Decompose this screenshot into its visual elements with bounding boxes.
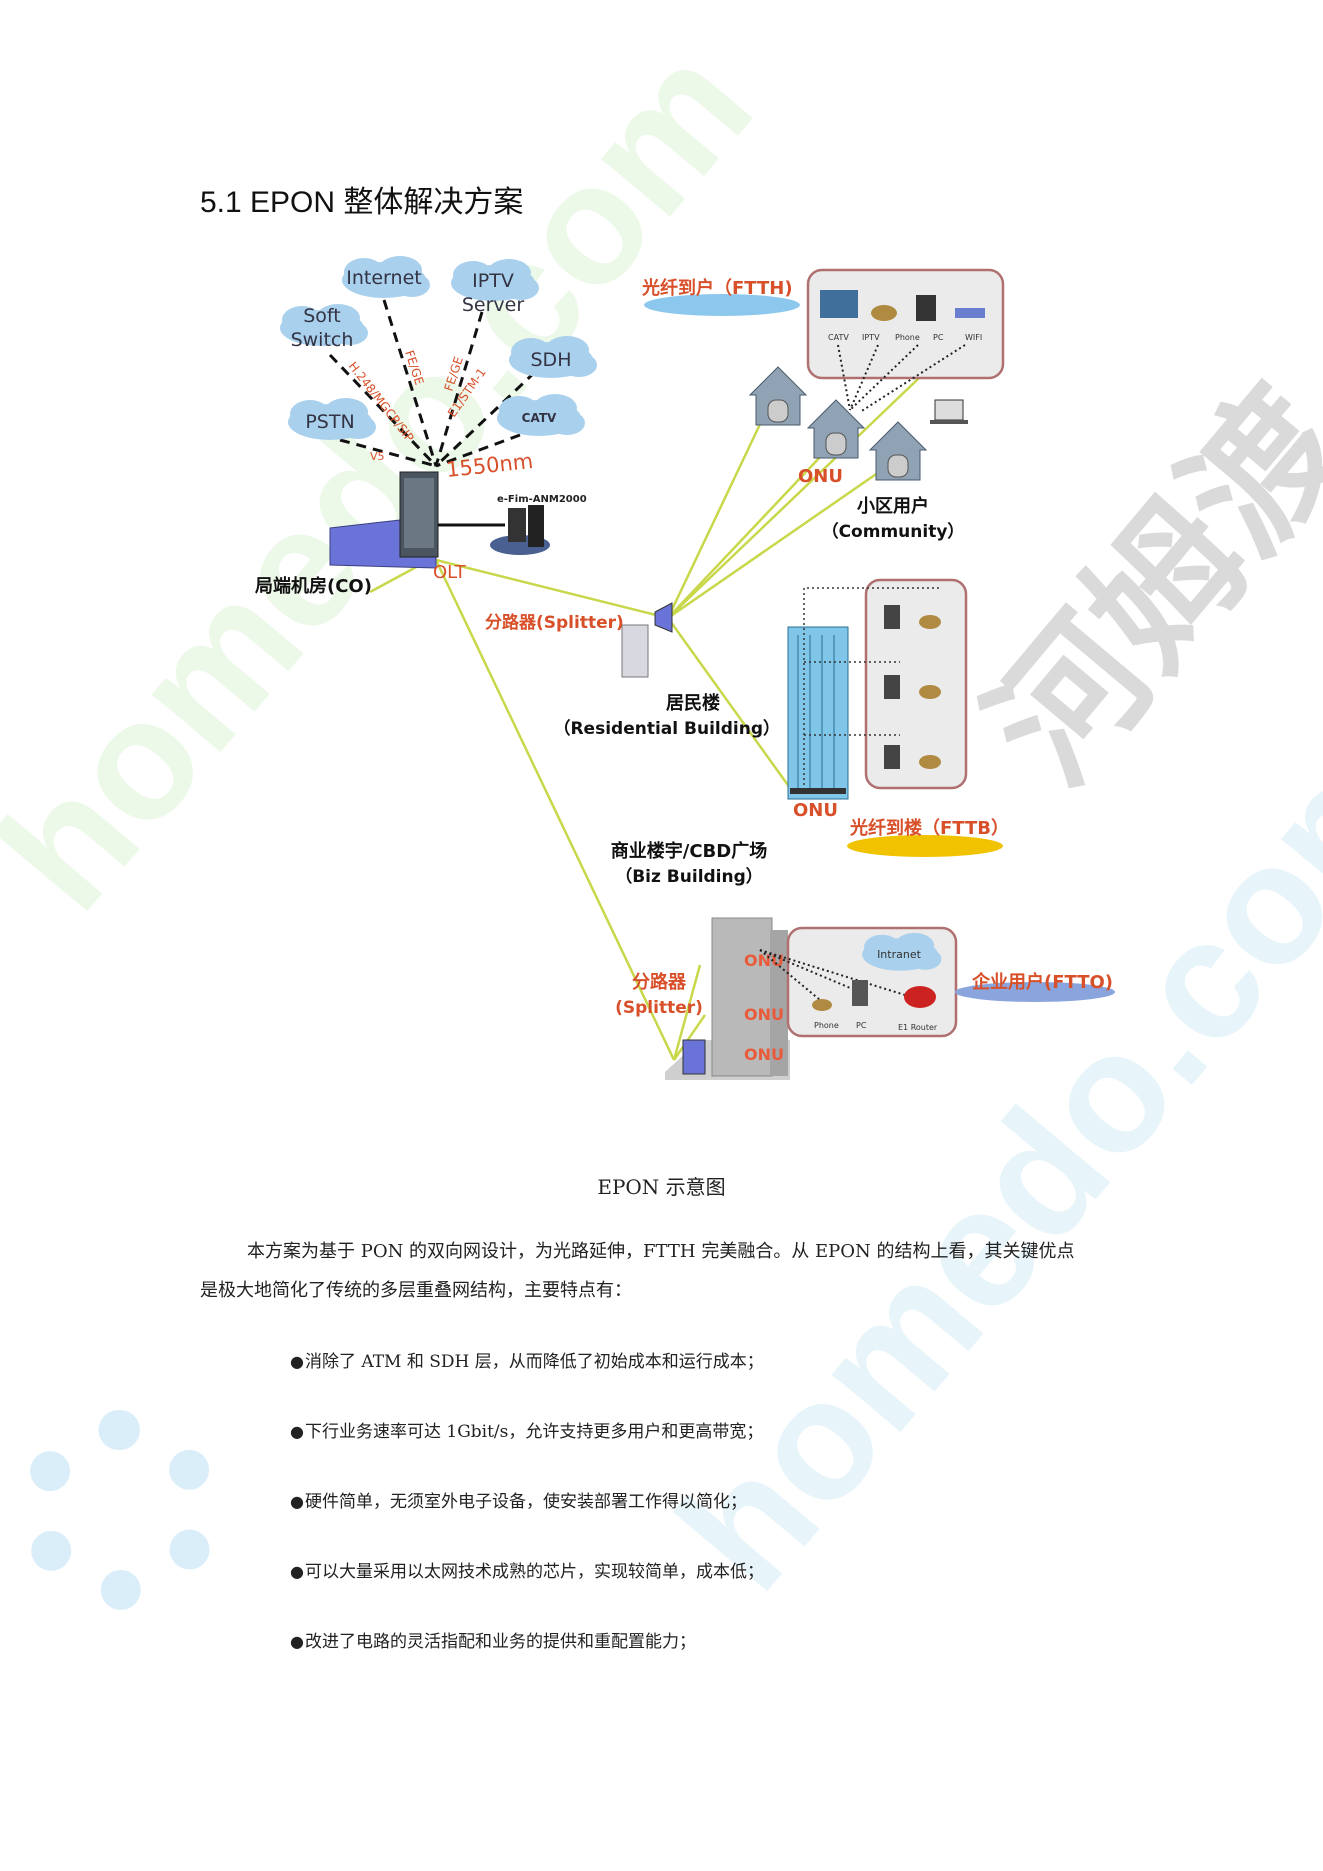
cloud-internet: Internet xyxy=(342,256,430,298)
tv-icon xyxy=(820,290,858,318)
fiber-lines xyxy=(369,357,941,1061)
laptop-icon xyxy=(930,399,968,424)
figure-caption: EPON 示意图 xyxy=(597,1175,726,1199)
bullet-dot-icon: ● xyxy=(290,1632,304,1651)
router-icon xyxy=(904,986,936,1008)
paragraph-line-2: 是极大地简化了传统的多层重叠网结构，主要特点有： xyxy=(200,1280,632,1301)
svg-text:WIFI: WIFI xyxy=(965,333,982,342)
svg-text:CATV: CATV xyxy=(522,411,557,425)
cloud-sdh: SDH xyxy=(509,336,597,378)
pc-icon xyxy=(916,295,936,321)
biz-building xyxy=(665,917,790,1080)
biz-label-en: （Biz Building） xyxy=(615,866,763,887)
svg-text:IPTV: IPTV xyxy=(862,333,880,342)
bullet-dot-icon: ● xyxy=(290,1562,304,1581)
bullet-item: ●下行业务速率可达 1Gbit/s，允许支持更多用户和更高带宽； xyxy=(290,1417,763,1442)
residential-label-en: （Residential Building） xyxy=(553,718,780,739)
fttb-onu-label: ONU xyxy=(793,800,838,821)
svg-text:Phone: Phone xyxy=(895,333,920,342)
pc-icon xyxy=(852,980,868,1006)
svg-text:Soft: Soft xyxy=(303,305,341,327)
svg-text:E1 Router: E1 Router xyxy=(898,1023,938,1032)
svg-text:CATV: CATV xyxy=(828,333,849,342)
biz-label: 商业楼宇/CBD广场 xyxy=(611,840,767,862)
biz-onu-labels: ONU ONU ONU xyxy=(744,951,784,1064)
svg-text:Switch: Switch xyxy=(291,329,354,351)
nms-server-icon xyxy=(490,505,550,555)
ftto-label: 企业用户(FTTO) xyxy=(971,971,1113,993)
svg-text:PC: PC xyxy=(933,333,944,342)
svg-text:IPTV: IPTV xyxy=(472,270,514,292)
service-links xyxy=(328,299,537,468)
section-title: 5.1 EPON 整体解决方案 xyxy=(200,186,524,219)
svg-text:Server: Server xyxy=(462,294,524,316)
residential-label: 居民楼 xyxy=(666,692,720,714)
ftto-ellipse xyxy=(955,982,1115,1002)
svg-text:ONU: ONU xyxy=(744,1005,784,1024)
community-label-en: （Community） xyxy=(822,521,965,542)
svg-text:Intranet: Intranet xyxy=(877,948,922,961)
bullet-text: 改进了电路的灵活指配和业务的提供和重配置能力； xyxy=(304,1632,696,1652)
ftto-callout: Intranet Phone PC E1 Router xyxy=(759,926,958,1038)
wifi-router-icon xyxy=(955,308,985,318)
svg-text:Internet: Internet xyxy=(346,267,421,289)
ftth-label: 光纤到户（FTTH) xyxy=(641,277,793,299)
ftth-ellipse xyxy=(644,294,800,316)
biz-splitter-icon xyxy=(682,1039,706,1075)
house-icons xyxy=(749,366,927,481)
ftth-callout: CATV IPTV Phone PC WIFI xyxy=(806,268,1005,413)
community-label: 小区用户 xyxy=(857,495,929,517)
svg-text:ONU: ONU xyxy=(744,1045,784,1064)
bullet-item: ●可以大量采用以太网技术成熟的芯片，实现较简单，成本低； xyxy=(290,1557,764,1582)
paragraph-line-1: 本方案为基于 PON 的双向网设计，为光路延伸，FTTH 完美融合。从 EPON… xyxy=(247,1241,1075,1262)
splitter-icon xyxy=(654,602,673,633)
bullet-dot-icon: ● xyxy=(290,1492,304,1511)
fttb-ellipse xyxy=(847,835,1003,857)
residential-building xyxy=(787,626,849,800)
svg-text:PC: PC xyxy=(856,1021,867,1030)
bullet-item: ●硬件简单，无须室外电子设备，使安装部署工作得以简化； xyxy=(290,1487,747,1512)
co-label: 局端机房(CO) xyxy=(255,575,372,597)
svg-text:V5: V5 xyxy=(370,450,385,463)
phone-icon xyxy=(871,305,897,321)
phone-icon xyxy=(812,999,832,1011)
svg-text:Phone: Phone xyxy=(814,1021,839,1030)
bullet-text: 可以大量采用以太网技术成熟的芯片，实现较简单，成本低； xyxy=(304,1562,764,1582)
bullet-text: 消除了 ATM 和 SDH 层，从而降低了初始成本和运行成本； xyxy=(304,1352,764,1372)
bullet-text: 下行业务速率可达 1Gbit/s，允许支持更多用户和更高带宽； xyxy=(304,1422,764,1442)
olt-label: OLT xyxy=(433,562,467,583)
fttb-callout xyxy=(803,578,968,790)
bullet-text: 硬件简单，无须室外电子设备，使安装部署工作得以简化； xyxy=(304,1492,747,1512)
svg-text:1550nm: 1550nm xyxy=(445,449,534,482)
biz-splitter-label-en: (Splitter) xyxy=(615,998,703,1018)
nms-label: e-Fim-ANM2000 xyxy=(497,494,587,505)
svg-text:PSTN: PSTN xyxy=(305,411,354,433)
fttb-label: 光纤到楼（FTTB） xyxy=(849,817,1009,839)
bullet-dot-icon: ● xyxy=(290,1352,304,1371)
bullet-item: ●改进了电路的灵活指配和业务的提供和重配置能力； xyxy=(290,1627,696,1652)
ftth-onu-label: ONU xyxy=(798,466,843,487)
svg-text:SDH: SDH xyxy=(531,349,572,371)
cabinet-icon xyxy=(621,624,649,678)
cloud-pstn: PSTN xyxy=(288,398,376,440)
olt-rack xyxy=(404,478,434,548)
biz-splitter-label: 分路器 xyxy=(632,971,687,993)
bullet-item: ●消除了 ATM 和 SDH 层，从而降低了初始成本和运行成本； xyxy=(290,1347,764,1372)
cloud-catv: CATV xyxy=(497,394,585,436)
bullet-dot-icon: ● xyxy=(290,1422,304,1441)
splitter-label: 分路器(Splitter) xyxy=(485,612,624,633)
